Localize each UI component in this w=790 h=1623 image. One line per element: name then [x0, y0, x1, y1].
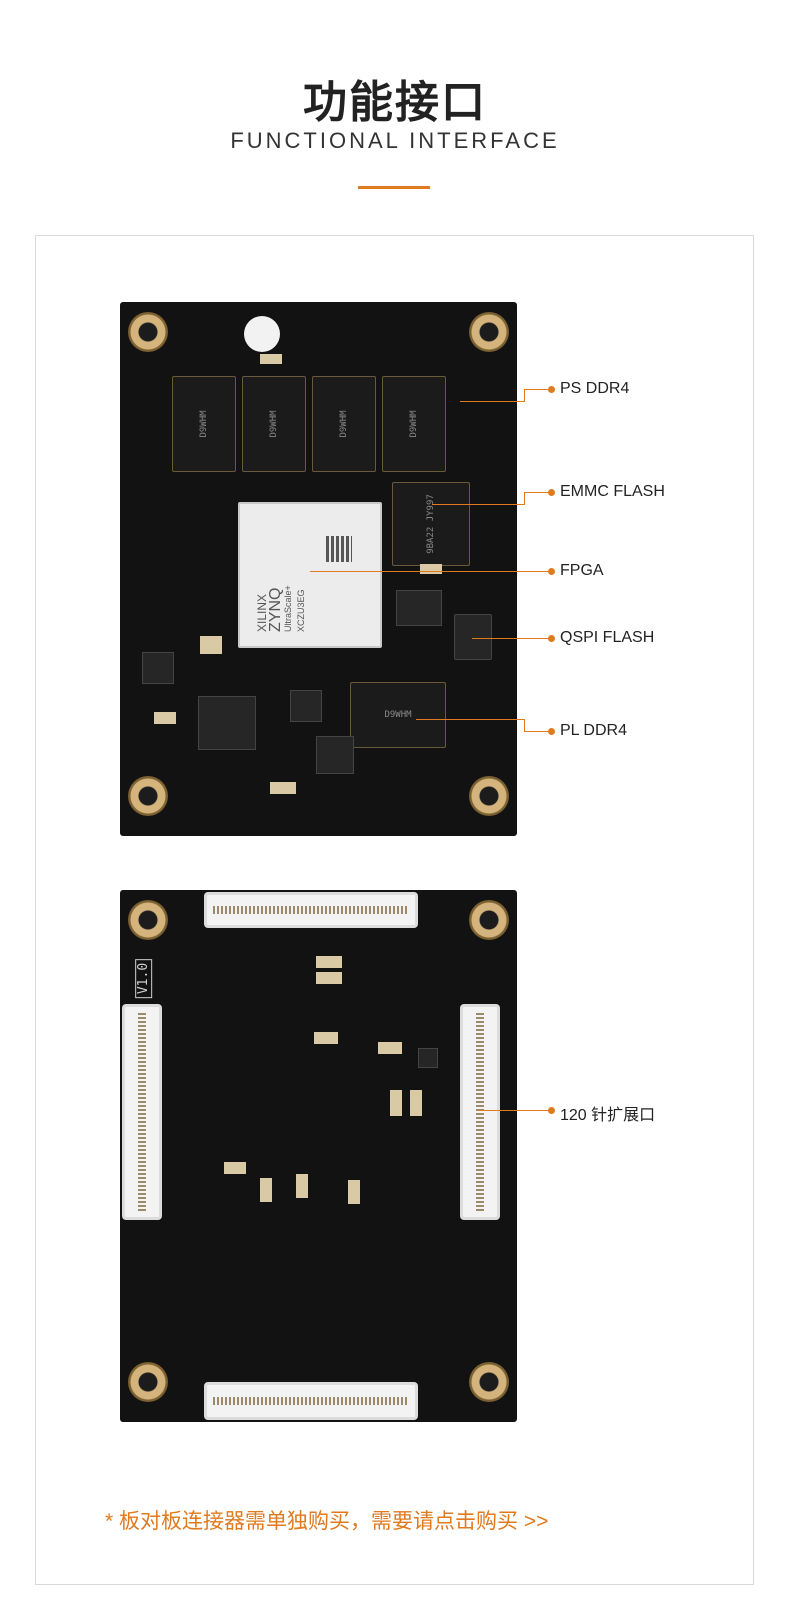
callout-dot	[548, 568, 555, 575]
callout-line	[472, 638, 548, 639]
capacitor	[200, 636, 222, 654]
mounting-hole	[469, 900, 509, 940]
mounting-hole	[469, 312, 509, 352]
purchase-connector-link[interactable]: * 板对板连接器需单独购买，需要请点击购买 >>	[105, 1510, 549, 1533]
capacitor	[316, 956, 342, 968]
left-expansion-connector	[122, 1004, 162, 1220]
callout-line	[432, 504, 525, 505]
capacitor	[270, 782, 296, 794]
capacitor	[410, 1090, 422, 1116]
label-pl-ddr4: PL DDR4	[560, 722, 627, 739]
title-divider	[358, 186, 430, 189]
qspi-flash-chip	[454, 614, 492, 660]
inductor	[142, 652, 174, 684]
label-ps-ddr4: PS DDR4	[560, 380, 630, 397]
callout-line	[524, 389, 548, 390]
qr-code	[326, 536, 352, 562]
callout-dot	[548, 635, 555, 642]
capacitor	[348, 1180, 360, 1204]
regulator-chip	[396, 590, 442, 626]
callout-dot	[548, 1107, 555, 1114]
callout-line	[524, 389, 525, 401]
board-top-image: D9WHM D9WHM D9WHM D9WHM 9BA22 JY997 XILI…	[120, 302, 517, 836]
ps-ddr4-chip: D9WHM	[172, 376, 236, 472]
capacitor	[420, 564, 442, 574]
inductor	[316, 736, 354, 774]
mounting-hole	[128, 1362, 168, 1402]
callout-line	[524, 719, 525, 731]
capacitor	[260, 1178, 272, 1202]
capacitor	[390, 1090, 402, 1116]
callout-dot	[548, 386, 555, 393]
capacitor	[154, 712, 176, 724]
callout-line	[524, 492, 548, 493]
label-expansion-port: 120 针扩展口	[560, 1107, 656, 1124]
callout-line	[524, 731, 548, 732]
capacitor	[314, 1032, 338, 1044]
callout-line	[416, 719, 525, 720]
emmc-chip: 9BA22 JY997	[392, 482, 470, 566]
pl-ddr4-chip: D9WHM	[350, 682, 446, 748]
mounting-hole	[469, 1362, 509, 1402]
label-fpga: FPGA	[560, 562, 604, 579]
pmic-chip	[198, 696, 256, 750]
label-qspi-flash: QSPI FLASH	[560, 629, 655, 646]
callout-dot	[548, 728, 555, 735]
mounting-hole	[128, 312, 168, 352]
label-emmc-flash: EMMC FLASH	[560, 483, 665, 500]
right-expansion-connector	[460, 1004, 500, 1220]
callout-line	[524, 492, 525, 504]
ps-ddr4-chip: D9WHM	[242, 376, 306, 472]
version-silkscreen: V1.0	[135, 958, 153, 999]
content-frame	[35, 235, 754, 1585]
capacitor	[296, 1174, 308, 1198]
ps-ddr4-chip: D9WHM	[312, 376, 376, 472]
page-title: 功能接口	[303, 78, 487, 127]
orientation-arrow-icon	[244, 316, 280, 352]
capacitor	[260, 354, 282, 364]
callout-line	[310, 571, 548, 572]
top-expansion-connector	[204, 892, 418, 928]
bottom-expansion-connector	[204, 1382, 418, 1420]
ps-ddr4-chip: D9WHM	[382, 376, 446, 472]
mounting-hole	[469, 776, 509, 816]
mounting-hole	[128, 776, 168, 816]
capacitor	[378, 1042, 402, 1054]
mounting-hole	[128, 900, 168, 940]
capacitor	[224, 1162, 246, 1174]
callout-line	[478, 1110, 548, 1111]
callout-dot	[548, 489, 555, 496]
inductor	[290, 690, 322, 722]
page-subtitle: FUNCTIONAL INTERFACE	[230, 128, 560, 153]
fpga-chip: XILINX ZYNQ UltraScale+ XCZU3EG	[238, 502, 382, 648]
callout-line	[460, 401, 525, 402]
capacitor	[316, 972, 342, 984]
board-bottom-image: V1.0	[120, 890, 517, 1422]
small-ic	[418, 1048, 438, 1068]
